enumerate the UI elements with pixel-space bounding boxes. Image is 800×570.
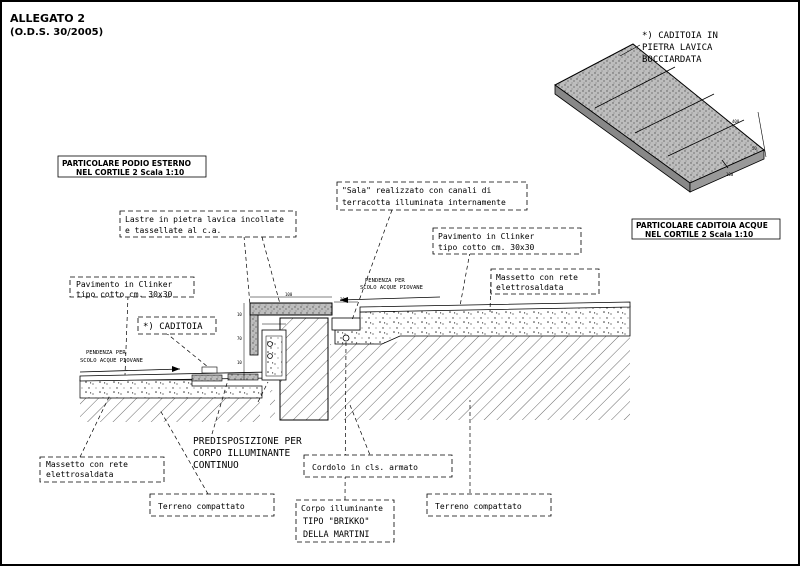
slope-arrow-right	[339, 296, 441, 303]
label-pendenza-left-1: PENDENZA PER	[86, 350, 126, 356]
label-predisposizione-1: PREDISPOSIZIONE PER	[193, 436, 302, 447]
leader-lines	[79, 209, 492, 501]
label-pendenza-right-2: SCOLO ACQUE PIOVANE	[360, 285, 423, 291]
label-lastre-1: Lastre in pietra lavica incollate	[125, 215, 284, 224]
caditoia-title-line2: NEL CORTILE 2 Scala 1:10	[645, 230, 753, 239]
label-caditoia: *) CADITOIA	[143, 322, 203, 332]
caditoia-title-box	[631, 218, 781, 240]
podio-title-line1: PARTICOLARE PODIO ESTERNO	[62, 159, 191, 168]
label-massetto-right-1: Massetto con rete	[496, 273, 578, 282]
label-corpo-illuminante-1: Corpo illuminante	[301, 504, 383, 513]
label-pendenza-right-1: PENDENZA PER	[365, 278, 405, 284]
label-sala-2: terracotta illuminata internamente	[342, 198, 506, 207]
slope-arrow-left	[79, 366, 181, 373]
podio-section: 100 20 10 70 10	[79, 292, 631, 422]
label-terreno-left: Terreno compattato	[158, 502, 245, 511]
podio-title-line2: NEL CORTILE 2 Scala 1:10	[76, 168, 184, 177]
label-terreno-right: Terreno compattato	[435, 502, 522, 511]
svg-text:70: 70	[237, 336, 242, 341]
svg-text:100: 100	[285, 292, 293, 297]
label-massetto-left-2: elettrosaldata	[46, 470, 114, 479]
caditoia-iso-label-1: *) CADITOIA IN	[642, 31, 718, 41]
svg-text:10: 10	[237, 312, 242, 317]
label-pavimento-right-2: tipo cotto cm. 30x30	[438, 243, 535, 252]
svg-text:50: 50	[752, 146, 757, 151]
podio-title-box	[57, 155, 207, 178]
svg-text:10: 10	[237, 360, 242, 365]
caditoia-title-line1: PARTICOLARE CADITOIA ACQUE	[636, 221, 768, 230]
label-corpo-illuminante-3: DELLA MARTINI	[303, 530, 370, 540]
label-pendenza-left-2: SCOLO ACQUE PIOVANE	[80, 358, 143, 364]
label-massetto-left-1: Massetto con rete	[46, 460, 128, 469]
caditoia-iso-label-3: BOCCIARDATA	[642, 55, 702, 65]
caditoia-iso-view: 400 50 100	[554, 43, 767, 193]
label-predisposizione-3: CONTINUO	[193, 460, 239, 471]
label-massetto-right-2: elettrosaldata	[496, 283, 564, 292]
label-pavimento-left-2: tipo cotto cm. 30x30	[76, 290, 173, 299]
label-pavimento-left-1: Pavimento in Clinker	[76, 280, 173, 289]
caditoia-iso-label-2: PIETRA LAVICA	[642, 43, 713, 53]
svg-text:100: 100	[726, 172, 734, 177]
label-pavimento-right-1: Pavimento in Clinker	[438, 232, 535, 241]
label-boxes	[39, 181, 600, 543]
label-corpo-illuminante-2: TIPO "BRIKKO"	[303, 517, 370, 527]
label-cordolo: Cordolo in cls. armato	[312, 463, 418, 472]
label-lastre-2: e tassellate al c.a.	[125, 226, 221, 235]
sheet-subtitle: (O.D.S. 30/2005)	[10, 27, 103, 38]
label-predisposizione-2: CORPO ILLUMINANTE	[193, 448, 291, 459]
svg-text:400: 400	[732, 119, 740, 124]
label-sala-1: "Sala" realizzato con canali di	[342, 186, 491, 195]
sheet-title: ALLEGATO 2	[10, 12, 85, 25]
